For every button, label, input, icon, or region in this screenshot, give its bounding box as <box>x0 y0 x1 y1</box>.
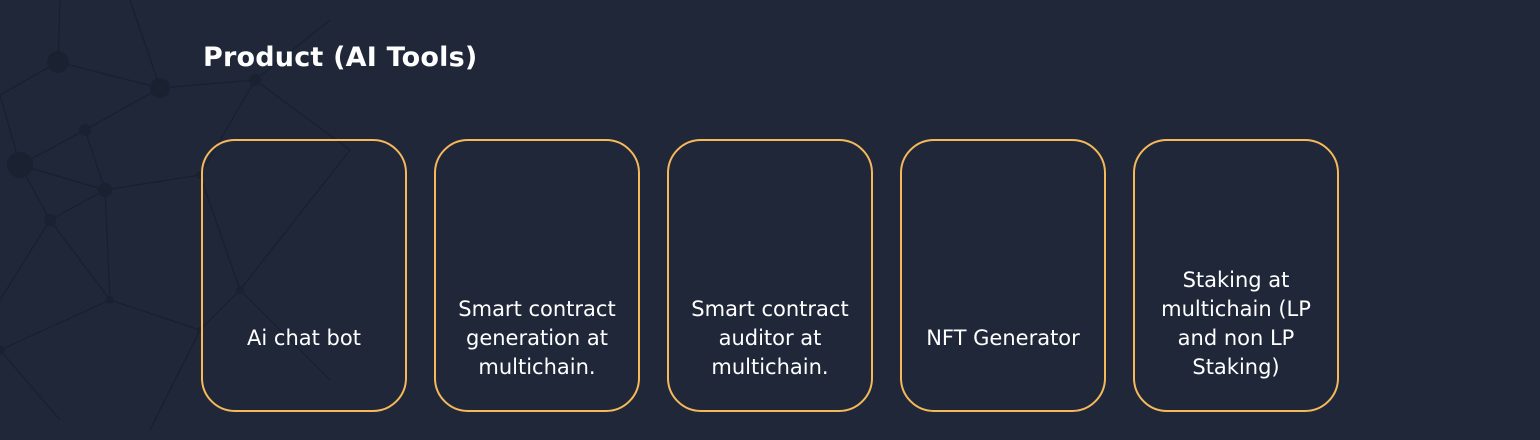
product-card-label: Smart contract auditor at multichain. <box>691 297 849 379</box>
product-card-label: NFT Generator <box>926 326 1080 350</box>
network-pattern-icon <box>0 0 351 431</box>
product-card-nft-generator[interactable]: NFT Generator <box>900 139 1106 412</box>
product-card-label: Ai chat bot <box>247 326 361 350</box>
product-card-smart-contract-generation[interactable]: Smart contract generation at multichain. <box>434 139 640 412</box>
product-card-staking[interactable]: Staking at multichain (LP and non LP Sta… <box>1133 139 1339 412</box>
product-card-label: Smart contract generation at multichain. <box>458 297 616 379</box>
section-title: Product (AI Tools) <box>203 42 478 73</box>
product-card-smart-contract-auditor[interactable]: Smart contract auditor at multichain. <box>667 139 873 412</box>
product-card-ai-chat-bot[interactable]: Ai chat bot <box>201 139 407 412</box>
product-cards: Ai chat bot Smart contract generation at… <box>201 139 1339 412</box>
product-card-label: Staking at multichain (LP and non LP Sta… <box>1161 268 1311 379</box>
